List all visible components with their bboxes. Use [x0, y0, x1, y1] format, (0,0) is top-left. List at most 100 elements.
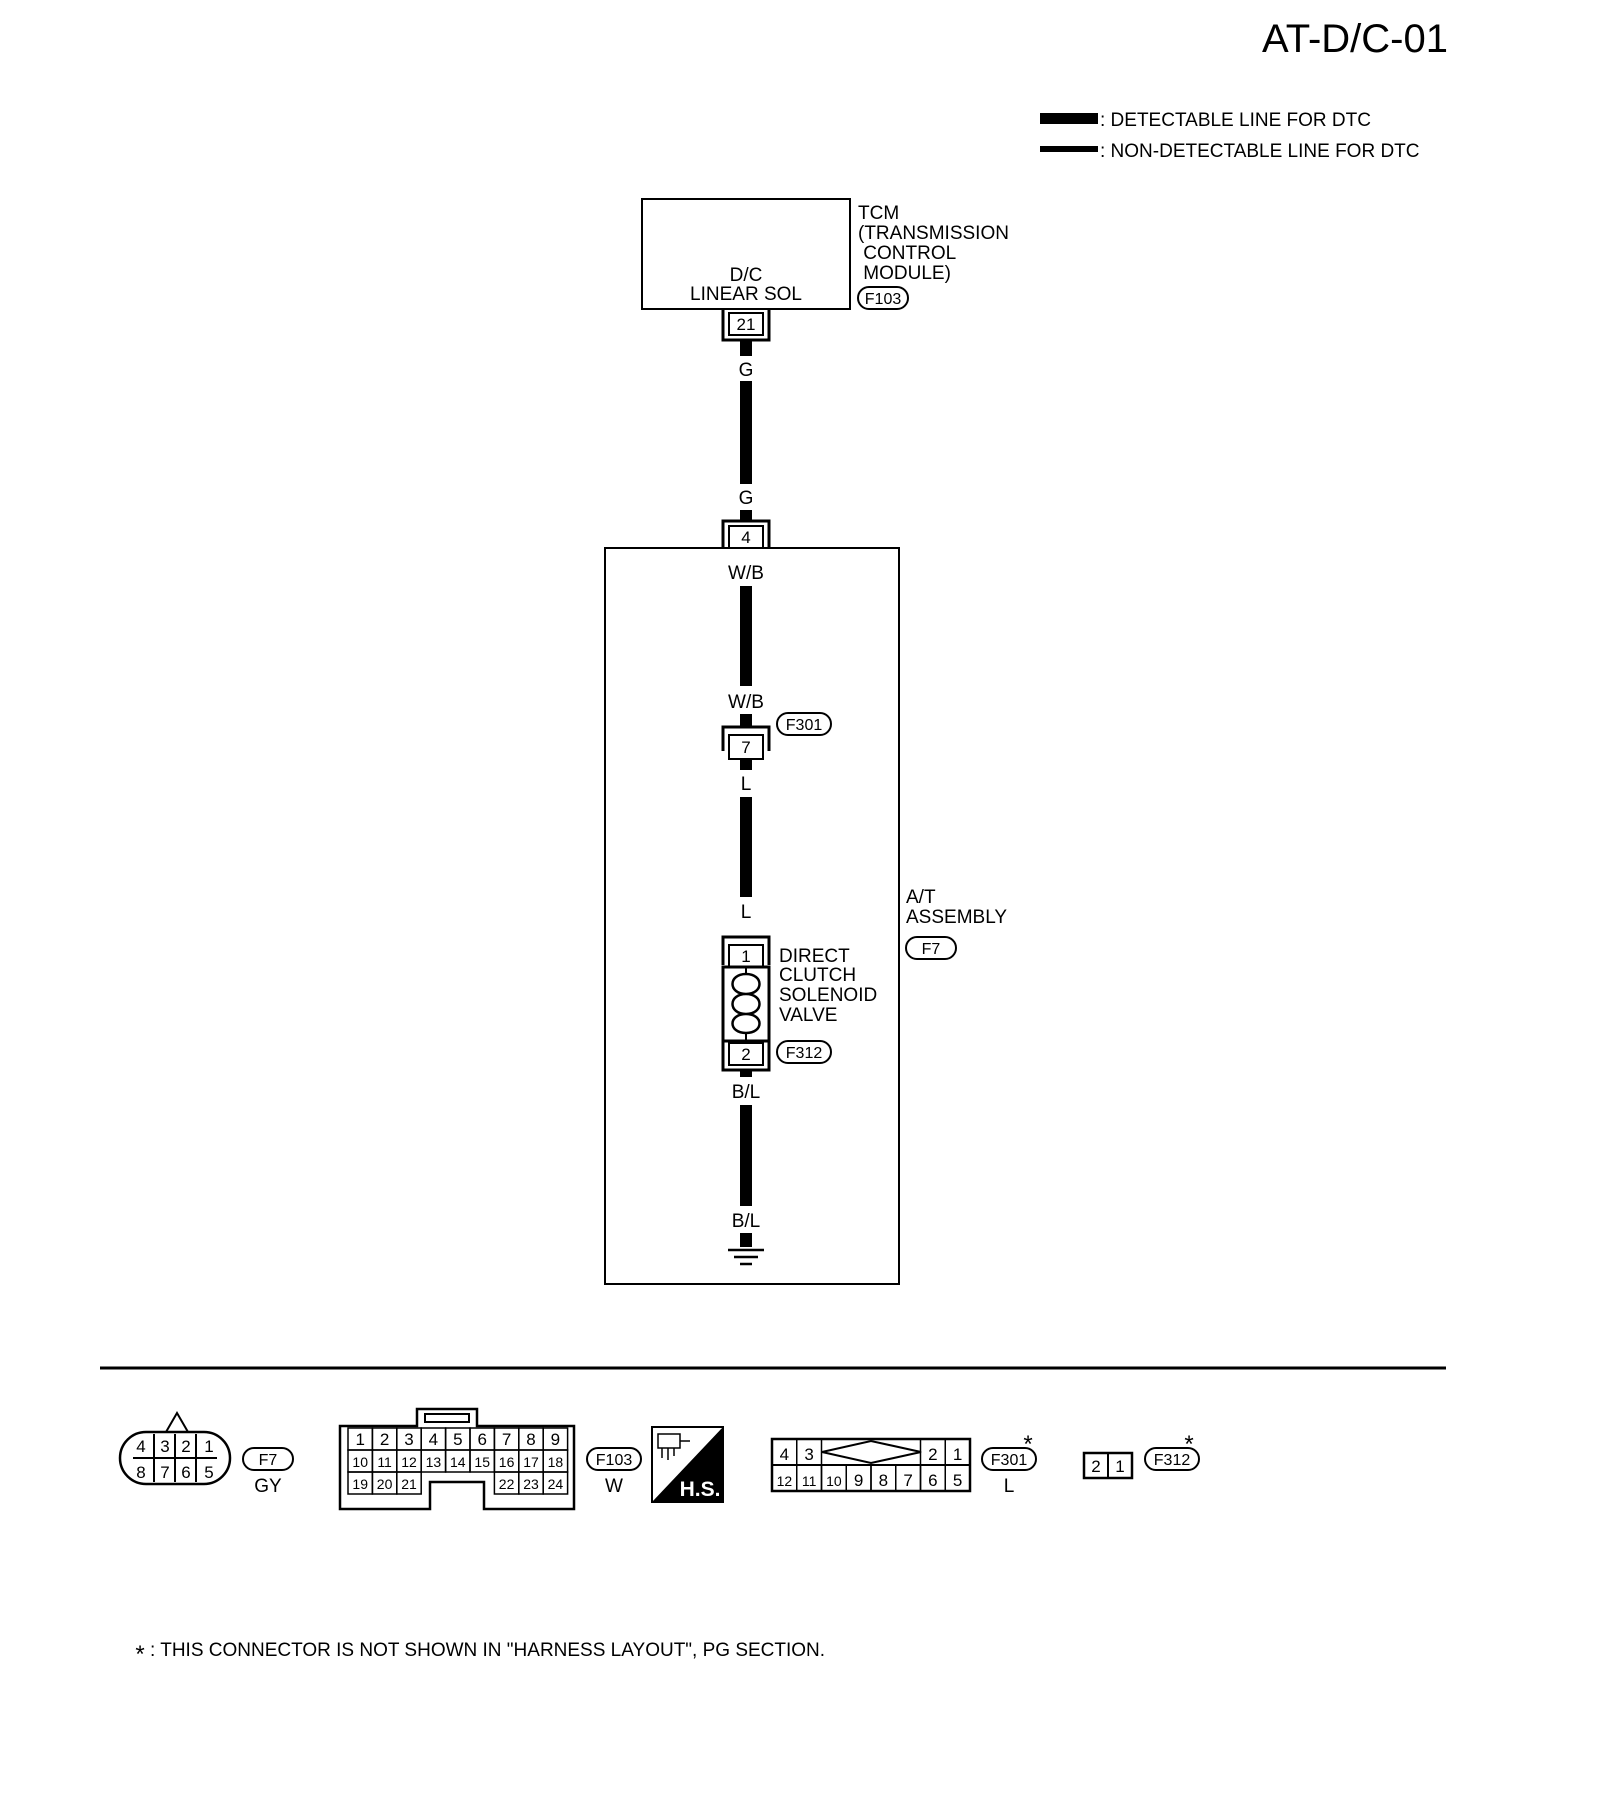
tcm-name-line-4: MODULE): [858, 263, 951, 284]
wire-color-label-at-in: G: [739, 488, 754, 509]
legend-non-detectable-line: [1040, 146, 1098, 152]
at-assembly: A/T ASSEMBLY F7 4 W/B W/B 7 F301 L L 1: [604, 519, 1007, 1285]
coil-symbol: [731, 972, 761, 1035]
wire-segment: [740, 760, 752, 770]
tcm-connector-id: F103: [865, 291, 902, 308]
f7-pin: 3: [160, 1437, 169, 1456]
f301-pin: 8: [879, 1471, 888, 1490]
f7-pin: 6: [181, 1463, 190, 1482]
solenoid-name-line-4: VALVE: [779, 1005, 837, 1026]
wire-color-label-after-pin4: W/B: [728, 563, 764, 584]
f301-view-badge-id: F301: [991, 1452, 1028, 1469]
f103-body: [338, 1407, 576, 1511]
f7-body: [118, 1430, 232, 1486]
f301-inline-connector: 7 F301: [721, 712, 832, 760]
f103-pin: 2: [380, 1430, 389, 1449]
wire-segment: [740, 714, 752, 726]
at-assembly-name-line-2: ASSEMBLY: [906, 907, 1007, 928]
f7-pin: 4: [136, 1437, 145, 1456]
tcm-name-line-2: (TRANSMISSION: [858, 223, 1009, 244]
f7-connector-view: 4 3 2 1 8 7 6 5 F7 GY: [118, 1411, 294, 1497]
solenoid-connector-badge: [776, 1040, 832, 1064]
f103-pin-cell: [542, 1471, 569, 1495]
f103-pin: 24: [548, 1476, 564, 1492]
solenoid-pin2-number: 2: [741, 1045, 750, 1064]
wire-color-label-ground: B/L: [732, 1211, 761, 1232]
f103-pin: 1: [355, 1430, 364, 1449]
f103-badge-id: F103: [596, 1452, 633, 1469]
f312-star: *: [1184, 1431, 1193, 1458]
page-code: AT-D/C-01: [1262, 17, 1448, 61]
wire-color-label-before-f301: W/B: [728, 692, 764, 713]
at-assembly-connector-badge: [905, 936, 957, 960]
wire-segment: [740, 510, 752, 521]
f301-pin: 5: [953, 1471, 962, 1490]
ground-symbol: [728, 1248, 764, 1266]
solenoid-name-line-2: CLUTCH: [779, 965, 856, 986]
at-pin-bracket: [721, 519, 771, 548]
footnote-text: : THIS CONNECTOR IS NOT SHOWN IN "HARNES…: [150, 1640, 825, 1661]
legend-detectable-text: : DETECTABLE LINE FOR DTC: [1100, 110, 1371, 131]
f7-pin: 5: [204, 1463, 213, 1482]
wire-segment: [740, 1105, 752, 1206]
f103-pin: 3: [404, 1430, 413, 1449]
f103-pin: 17: [523, 1454, 539, 1470]
f301-pin: 1: [953, 1445, 962, 1464]
f301-pin: 12: [777, 1473, 793, 1489]
f301-badge: [776, 712, 832, 736]
solenoid-connector-id: F312: [786, 1045, 823, 1062]
f312-pin: 2: [1091, 1457, 1100, 1476]
f301-pin: 7: [903, 1471, 912, 1490]
solenoid-name-line-3: SOLENOID: [779, 985, 877, 1006]
f301-pin: 4: [780, 1445, 789, 1464]
footnote-star: *: [135, 1641, 144, 1668]
f7-pin: 8: [136, 1463, 145, 1482]
solenoid-body: [721, 965, 771, 1043]
f103-latch: [424, 1413, 470, 1423]
at-pin-number: 4: [741, 528, 750, 547]
f103-pin: 15: [474, 1454, 490, 1470]
at-assembly-connector-id: F7: [922, 941, 941, 958]
f301-pin: 10: [826, 1473, 842, 1489]
f103-badge: [586, 1447, 642, 1471]
f7-pin: 7: [160, 1463, 169, 1482]
f103-pin: 18: [548, 1454, 564, 1470]
f312-view-badge-id: F312: [1154, 1452, 1191, 1469]
f301-pin: 9: [854, 1471, 863, 1490]
f103-pin: 13: [426, 1454, 442, 1470]
f7-color: GY: [254, 1476, 282, 1497]
f103-pin: 19: [352, 1476, 368, 1492]
tcm-function-line-1: D/C: [730, 265, 763, 286]
footnote: * : THIS CONNECTOR IS NOT SHOWN IN "HARN…: [135, 1640, 825, 1668]
f7-badge: [242, 1447, 294, 1471]
f301-pin-number: 7: [741, 738, 750, 757]
hs-harness-icon: [657, 1433, 690, 1460]
tcm-connector-badge: [857, 286, 909, 310]
f103-pin: 14: [450, 1454, 466, 1470]
wire-segment: [740, 381, 752, 484]
f301-pin: 6: [928, 1471, 937, 1490]
tcm-box: [641, 198, 851, 310]
f103-pin: 10: [352, 1454, 368, 1470]
tcm-name-line-3: CONTROL: [858, 243, 956, 264]
f312-pin: 1: [1115, 1457, 1124, 1476]
at-pin-box: [728, 525, 764, 549]
direct-clutch-solenoid: 1 2 DIRECT CLUTCH SOLENOID VALVE F312: [721, 935, 877, 1072]
legend-non-detectable-text: : NON-DETECTABLE LINE FOR DTC: [1100, 141, 1420, 162]
hs-badge: H.S.: [651, 1426, 724, 1503]
hs-badge-fill: [652, 1427, 723, 1502]
tcm-function-line-2: LINEAR SOL: [690, 284, 802, 305]
f103-pin: 11: [377, 1454, 392, 1470]
wire-color-label-before-solenoid: L: [741, 902, 752, 923]
wire-segment: [740, 797, 752, 897]
wire-segment: [740, 586, 752, 686]
solenoid-top-bracket: [721, 935, 771, 965]
f312-connector-view: 2 1 F312 *: [1082, 1431, 1200, 1480]
f301-pin-cell: [944, 1464, 971, 1492]
wire-color-label-after-solenoid: B/L: [732, 1082, 761, 1103]
